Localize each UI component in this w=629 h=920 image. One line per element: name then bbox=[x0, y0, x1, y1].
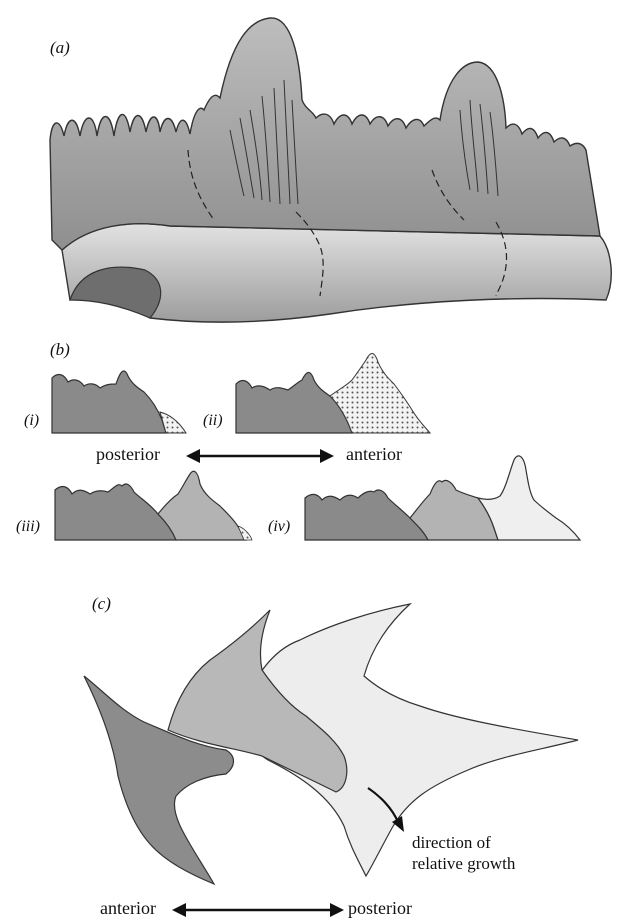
axis-c-right-label: posterior bbox=[348, 898, 412, 919]
stage-iii-drawing bbox=[55, 471, 252, 540]
axis-b-right-label: anterior bbox=[346, 444, 402, 465]
stage-label-iii: (iii) bbox=[16, 518, 40, 536]
stage-label-iv: (iv) bbox=[268, 518, 290, 536]
axis-b-arrow bbox=[186, 449, 334, 463]
axis-c-arrow bbox=[172, 903, 344, 917]
panel-label-b: (b) bbox=[50, 340, 70, 360]
stage-iv-drawing bbox=[305, 456, 580, 540]
axis-c-left-label: anterior bbox=[100, 898, 156, 919]
axis-b-left-label: posterior bbox=[96, 444, 160, 465]
stage-ii-drawing bbox=[236, 354, 430, 434]
growth-note-line1: direction of bbox=[412, 832, 515, 853]
denticulate-blade bbox=[50, 18, 600, 250]
growth-note-line2: relative growth bbox=[412, 853, 515, 874]
panel-a-element-drawing bbox=[50, 18, 611, 322]
panel-label-c: (c) bbox=[92, 594, 111, 614]
growth-note: direction of relative growth bbox=[412, 832, 515, 874]
panel-label-a: (a) bbox=[50, 38, 70, 58]
stage-label-i: (i) bbox=[24, 412, 39, 430]
stage-i-drawing bbox=[52, 371, 186, 433]
stage-label-ii: (ii) bbox=[203, 412, 223, 430]
